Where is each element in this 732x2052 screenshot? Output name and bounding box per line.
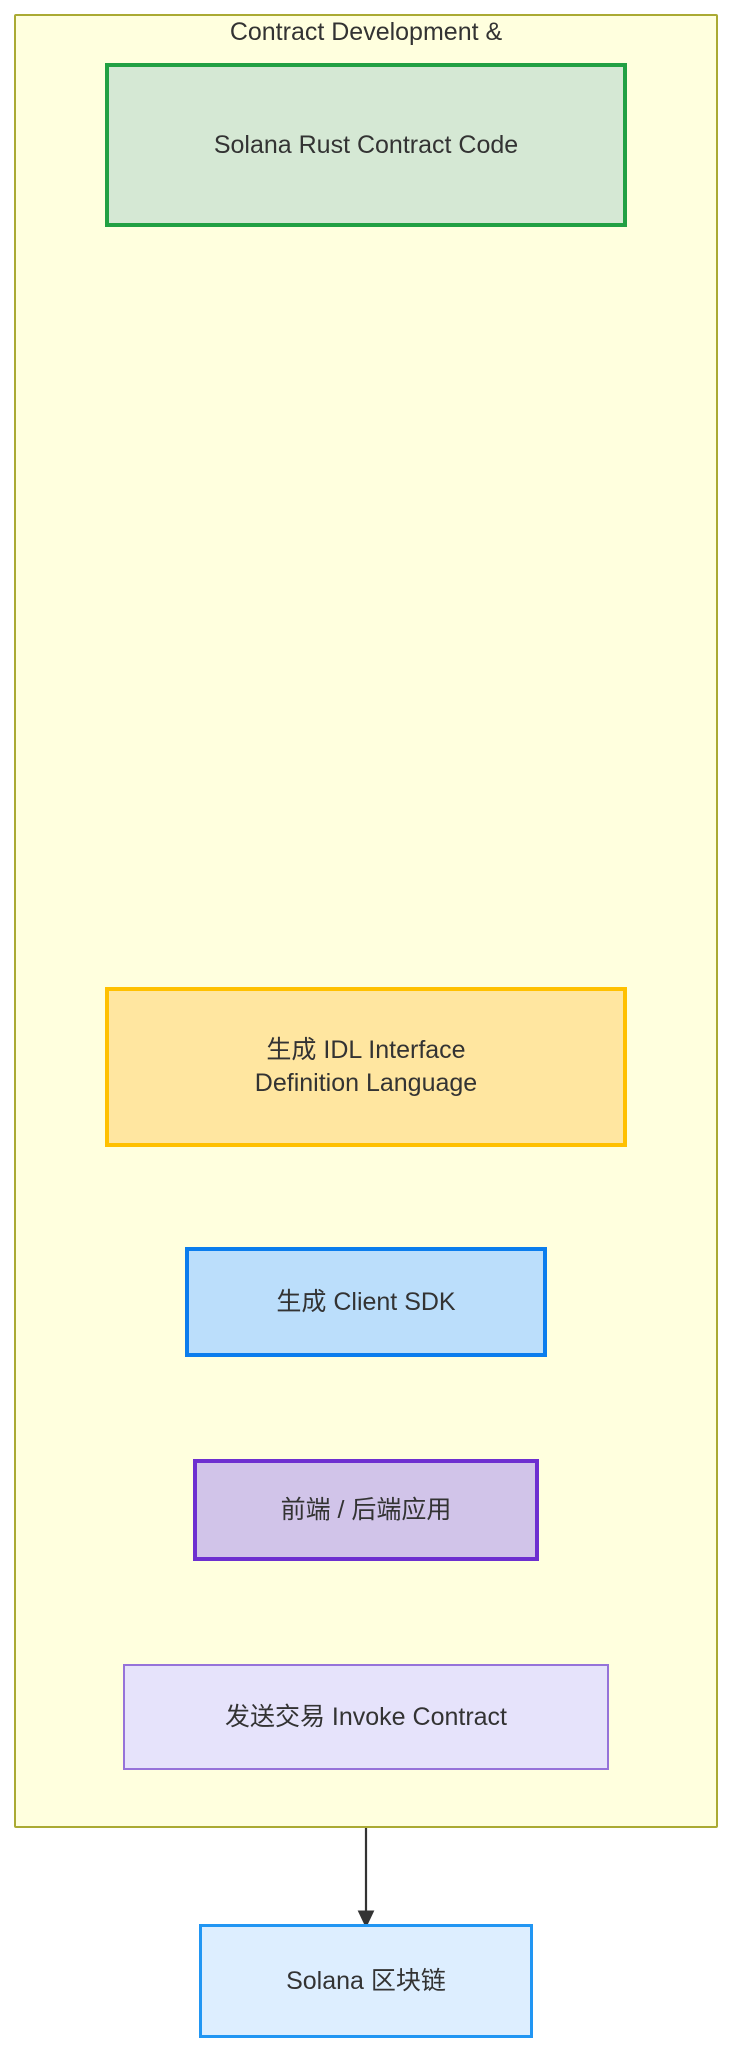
node-label: Solana Rust Contract Code — [213, 130, 519, 159]
node-label: 前端 / 后端应用 — [280, 1495, 452, 1524]
node-label: 生成 Client SDK — [276, 1287, 456, 1316]
node-generate-client-sdk[interactable]: 生成 Client SDK — [185, 1247, 547, 1357]
node-solana-rust-contract-code[interactable]: Solana Rust Contract Code — [105, 63, 627, 227]
subgraph-title: Contract Development & — [229, 18, 503, 46]
node-label: 发送交易 Invoke Contract — [224, 1702, 508, 1731]
node-label: 生成 IDL Interface Definition Language — [254, 1036, 478, 1097]
node-solana-blockchain[interactable]: Solana 区块链 — [199, 1924, 533, 2038]
node-send-transaction-invoke-contract[interactable]: 发送交易 Invoke Contract — [123, 1664, 609, 1770]
node-label: Solana 区块链 — [286, 1966, 446, 1995]
node-generate-idl-interface-definition-language[interactable]: 生成 IDL Interface Definition Language — [105, 987, 627, 1147]
node-frontend-backend-application[interactable]: 前端 / 后端应用 — [193, 1459, 539, 1561]
